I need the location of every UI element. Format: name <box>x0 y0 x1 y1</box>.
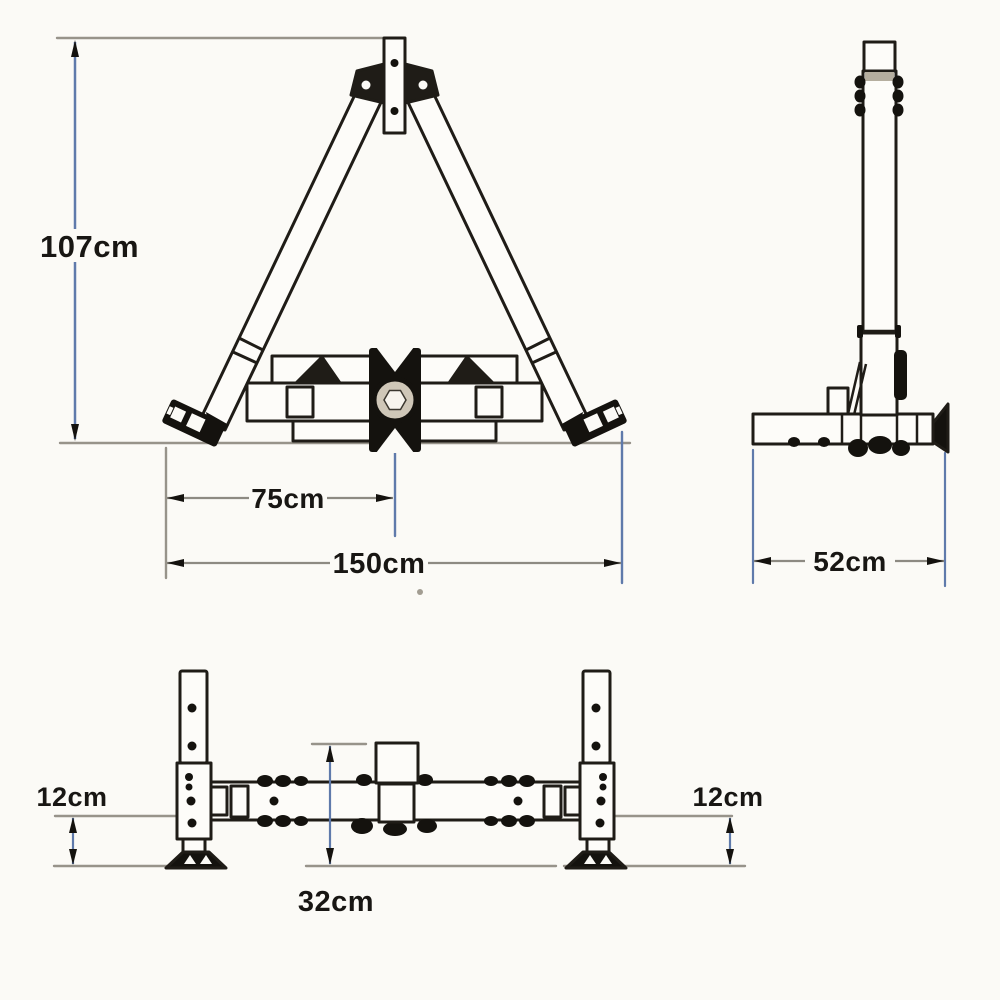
right-hitch-pin <box>563 399 627 447</box>
left-beam-clamp <box>229 784 250 819</box>
label-mask <box>805 546 895 577</box>
mast-collar-ribs <box>854 75 904 117</box>
brace <box>852 363 868 416</box>
right-clearance-label: 12cm <box>692 782 763 812</box>
mast-cap <box>862 40 897 73</box>
mast-joint-clip <box>895 325 901 338</box>
front-view: 107cm 75cm 150cm <box>36 36 632 595</box>
right-stand <box>564 669 628 870</box>
arrow-left <box>754 557 771 565</box>
label-mask <box>36 229 122 262</box>
arrow-left <box>167 559 184 567</box>
label-mask <box>249 483 327 513</box>
right-beam-clamp <box>542 784 563 819</box>
top-left-gusset-hole <box>361 80 371 90</box>
left-stand <box>164 669 228 870</box>
right-stand-holes <box>591 703 607 828</box>
dim-height-107: 107cm <box>36 40 139 441</box>
dim-offset-75: 75cm <box>167 483 393 514</box>
left-stand-holes <box>185 703 197 828</box>
center-upper-block <box>374 741 420 785</box>
beam-bolt <box>513 796 523 806</box>
arrow-up <box>726 817 734 833</box>
right-pin-hole <box>583 413 603 433</box>
arrow-left <box>167 494 184 502</box>
dim-clearance-32: 32cm <box>298 745 374 918</box>
mast-side-clamp <box>894 350 907 400</box>
right-beam-gusset <box>447 355 495 385</box>
left-clearance-label: 12cm <box>36 782 107 812</box>
mast-upper-tube <box>861 69 898 335</box>
foot-cutout <box>200 855 212 864</box>
mast-joint-clip <box>857 325 863 338</box>
height-dim-label: 107cm <box>40 229 139 264</box>
beam-left-bracket <box>285 385 315 419</box>
hub-top-notch <box>376 347 414 372</box>
left-pin-hole <box>170 406 187 423</box>
arrow-right <box>376 494 393 502</box>
width-dim-label: 150cm <box>333 548 426 580</box>
left-stand-foot <box>164 850 228 870</box>
arrow-down <box>69 849 77 865</box>
center-lower-block <box>377 782 416 824</box>
plan-view: 12cm 32cm 12cm <box>36 669 763 918</box>
beam-bolt <box>269 796 279 806</box>
foot-cutout <box>600 855 612 864</box>
left-leg-joint <box>238 336 264 352</box>
arrow-down <box>726 849 734 865</box>
top-right-gusset-hole <box>418 80 428 90</box>
beam-end-foot <box>931 402 950 454</box>
dim-clearance-12-left: 12cm <box>36 782 107 865</box>
right-leg-joint <box>525 336 551 352</box>
mast-lower-tube <box>859 331 899 417</box>
plan-assembly <box>164 669 628 870</box>
left-beam-gusset <box>294 355 342 385</box>
right-pin-slot <box>615 406 623 416</box>
front-extension-lines <box>55 36 632 585</box>
center-clearance-label: 32cm <box>298 886 374 918</box>
top-plate-hole <box>390 107 399 115</box>
left-pin-slot <box>166 406 174 416</box>
arrow-down <box>71 424 79 441</box>
center-hub <box>369 347 421 453</box>
beam-right-bracket <box>474 385 504 419</box>
side-view: 52cm <box>751 40 950 588</box>
left-leg-joint <box>232 350 258 365</box>
foot-cutout <box>584 855 596 864</box>
beam-clamp-bumps <box>257 774 535 836</box>
top-plate-hole <box>390 59 399 67</box>
arrow-down <box>326 848 334 865</box>
hub-bottom-notch <box>376 428 414 453</box>
top-link-mast <box>349 36 440 135</box>
arrow-right <box>604 559 621 567</box>
arrow-up <box>69 817 77 833</box>
dim-clearance-12-right: 12cm <box>692 782 763 865</box>
right-pin-hole <box>602 406 619 423</box>
side-assembly <box>751 40 950 457</box>
side-extension-lines <box>751 448 947 588</box>
right-stand-foot <box>564 850 628 870</box>
label-mask <box>330 548 428 579</box>
left-hitch-pin <box>162 399 226 447</box>
top-link-plate <box>382 36 407 135</box>
offset-dim-label: 75cm <box>251 483 325 514</box>
stray-dot <box>417 589 423 595</box>
arrow-up <box>71 40 79 57</box>
depth-dim-label: 52cm <box>813 546 887 577</box>
side-bracket <box>826 386 850 416</box>
arrow-up <box>326 745 334 762</box>
under-beam-clamps <box>788 436 910 457</box>
dim-depth-52: 52cm <box>754 546 944 577</box>
right-leg-joint <box>531 350 557 365</box>
foot-cutout <box>184 855 196 864</box>
left-pin-hole <box>186 413 206 433</box>
arrow-right <box>927 557 944 565</box>
brace <box>846 361 862 415</box>
hub-hex-bore <box>383 389 407 411</box>
mast-collar-band <box>865 72 894 81</box>
dim-width-150: 150cm <box>167 548 621 580</box>
